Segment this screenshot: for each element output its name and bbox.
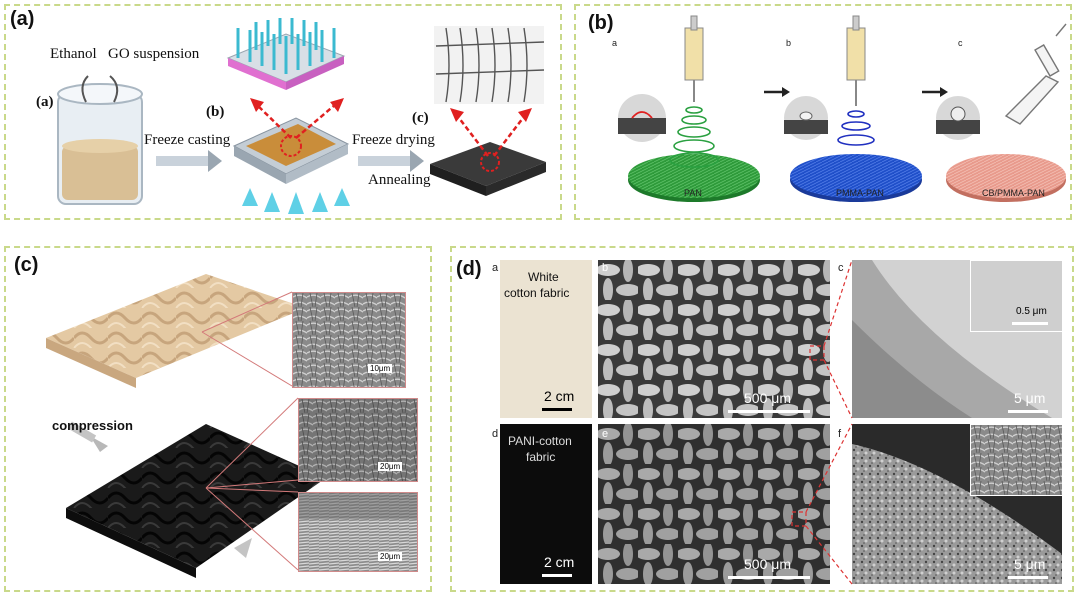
sub-label-c: (c) <box>412 110 429 126</box>
panel-a-label: (a) <box>10 8 35 30</box>
beaker-illustration <box>57 75 143 205</box>
sub-label-d-a: a <box>492 262 499 274</box>
panel-b-illustration <box>618 15 1067 202</box>
cb-pmma-pan-membrane-illustration <box>936 23 1067 202</box>
scale-label-b: 500 μm <box>744 390 791 406</box>
pani-cotton-label-2: fabric <box>526 450 556 464</box>
scale-label-bottom: 20μm <box>378 552 403 561</box>
panel-b: (b) a b c <box>574 4 1072 220</box>
scale-label-c: 5 μm <box>1014 390 1046 406</box>
panel-d-label: (d) <box>456 258 482 280</box>
sem-fiber-white: 0.5 μm 5 μm <box>852 260 1062 418</box>
honeycomb-structure-illustration <box>434 26 545 104</box>
panel-b-sub-a: a <box>612 38 618 48</box>
label-annealing: Annealing <box>368 172 431 188</box>
arrow-step-1 <box>764 87 790 97</box>
panel-a: (a) <box>4 4 562 220</box>
sem-fiber-pani: 5 μm <box>852 424 1062 584</box>
label-pmma-pan: PMMA-PAN <box>836 188 884 198</box>
scale-label-f: 5 μm <box>1014 556 1046 572</box>
sem-image-top <box>292 292 406 388</box>
arrow-freeze-casting <box>156 150 222 172</box>
sub-label-b: (b) <box>206 104 225 120</box>
label-go-suspension: GO suspension <box>108 46 200 62</box>
panel-c-illustration <box>46 274 326 578</box>
sub-label-a: (a) <box>36 94 54 110</box>
panel-b-label: (b) <box>588 12 614 34</box>
scale-bar-a <box>542 408 572 411</box>
scale-bar-e <box>728 576 810 579</box>
sem-woven-pani: 500 μm <box>598 424 830 584</box>
label-cb-pmma-pan: CB/PMMA-PAN <box>982 188 1045 198</box>
sub-label-d-f: f <box>838 428 842 440</box>
panel-b-sub-b: b <box>786 38 792 48</box>
scale-bar-b <box>728 410 810 413</box>
sem-woven-white: 500 μm <box>598 260 830 418</box>
pour-arrow-go <box>109 75 119 103</box>
spray-gun-illustration <box>1004 23 1067 125</box>
sub-label-d-c: c <box>838 262 844 274</box>
panel-b-sub-c: c <box>958 38 963 48</box>
arrow-freeze-drying <box>358 150 424 172</box>
scale-label-e: 500 μm <box>744 556 791 572</box>
label-ethanol: Ethanol <box>50 46 97 62</box>
label-freeze-drying: Freeze drying <box>352 132 435 148</box>
scale-label-d: 2 cm <box>544 554 575 570</box>
panel-c-label: (c) <box>14 254 39 276</box>
panel-c: (c) 10μm 20μm 20μm compression <box>4 246 432 592</box>
aerogel-block-illustration <box>430 108 546 196</box>
black-corrugated-surface <box>66 424 326 578</box>
scale-bar-f <box>1008 576 1048 579</box>
scale-label-c-inset: 0.5 μm <box>1016 306 1047 317</box>
scale-bar-c <box>1008 410 1048 413</box>
label-freeze-casting: Freeze casting <box>144 132 231 148</box>
beige-corrugated-surface <box>46 274 306 388</box>
scale-bar-c-inset <box>1012 322 1048 325</box>
sub-label-d-d: d <box>492 428 499 440</box>
zoom-lines <box>201 291 299 571</box>
sem-fiber-pani-inset <box>970 424 1062 496</box>
arrow-step-2 <box>922 87 948 97</box>
panel-a-illustration <box>57 18 546 214</box>
label-pan: PAN <box>684 188 702 198</box>
sub-label-d-b: b <box>602 262 609 274</box>
compression-arrows <box>67 421 252 558</box>
pani-cotton-label-1: PANI-cotton <box>508 434 572 448</box>
aligned-structure-illustration <box>226 18 346 90</box>
white-cotton-label-1: White <box>528 270 559 284</box>
pour-arrow-ethanol <box>81 75 89 103</box>
sem-fiber-inset <box>970 260 1062 332</box>
panel-d: (d) White cotton fabric 2 cm a 500 μm b … <box>450 246 1074 592</box>
cooling-arrows <box>242 188 350 214</box>
photo-pani-cotton: PANI-cotton fabric 2 cm <box>500 424 592 584</box>
mold-illustration <box>232 98 350 214</box>
sub-label-d-e: e <box>602 428 609 440</box>
white-cotton-label-2: cotton fabric <box>504 286 570 300</box>
label-compression: compression <box>52 418 133 433</box>
scale-label-a: 2 cm <box>544 388 575 404</box>
photo-white-cotton: White cotton fabric 2 cm <box>500 260 592 418</box>
scale-bar-d <box>542 574 572 577</box>
pan-membrane-illustration <box>618 15 760 202</box>
pmma-pan-membrane-illustration <box>784 15 922 202</box>
scale-label-middle: 20μm <box>378 462 403 471</box>
scale-label-top: 10μm <box>368 364 393 373</box>
